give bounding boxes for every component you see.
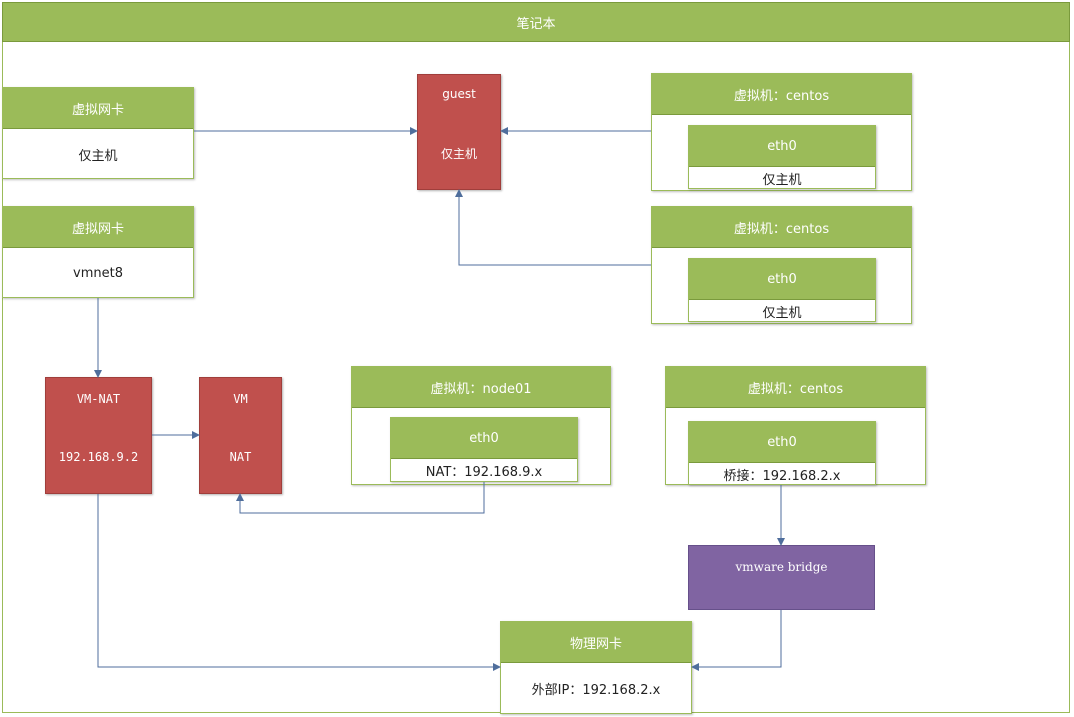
vnic-vmnet8-label: vmnet8 xyxy=(73,265,123,281)
wire-node01-to-nat xyxy=(236,482,485,514)
vm-nat-service-label: NAT xyxy=(229,450,252,464)
physical-nic-header: 物理网卡 xyxy=(501,622,691,663)
vm-centos-3-box: 虚拟机：centos eth0 桥接：192.168.2.x xyxy=(665,366,926,485)
vm-centos-2-eth0: eth0 仅主机 xyxy=(688,258,876,322)
vnic-vmnet8-box: 虚拟网卡 vmnet8 xyxy=(2,206,194,298)
vm-nat-service-title: VM xyxy=(233,392,248,406)
physical-nic-box: 物理网卡 外部IP：192.168.2.x xyxy=(500,621,692,714)
physical-nic-label: 外部IP：192.168.2.x xyxy=(531,683,661,698)
vm-centos-1-nic-label: eth0 xyxy=(689,126,875,167)
vm-node01-nic-mode: NAT：192.168.9.x xyxy=(425,465,543,480)
vm-centos-2-header: 虚拟机：centos xyxy=(652,207,911,248)
vm-nat-node: VM-NAT 192.168.9.2 xyxy=(45,377,152,494)
vm-centos-1-nic-mode: 仅主机 xyxy=(762,172,802,188)
vm-centos-2-nic-label: eth0 xyxy=(689,259,875,300)
vnic-vmnet8-header: 虚拟网卡 xyxy=(3,207,193,248)
vnic-host-only-label: 仅主机 xyxy=(78,148,118,164)
vm-centos-1-box: 虚拟机：centos eth0 仅主机 xyxy=(651,73,912,191)
guest-node-mode: 仅主机 xyxy=(440,147,477,161)
vnic-host-only-header: 虚拟网卡 xyxy=(3,88,193,129)
vm-centos-1-eth0: eth0 仅主机 xyxy=(688,125,876,189)
vm-centos-3-nic-label: eth0 xyxy=(689,422,875,463)
vm-node01-header: 虚拟机：node01 xyxy=(352,367,610,408)
vm-nat-ip: 192.168.9.2 xyxy=(58,450,139,464)
vm-centos-1-header: 虚拟机：centos xyxy=(652,74,911,115)
vmware-bridge-node: vmware bridge xyxy=(688,545,875,610)
wire-centos2-to-guest xyxy=(455,189,651,266)
vm-centos-3-nic-mode: 桥接：192.168.2.x xyxy=(723,468,841,484)
vm-node01-box: 虚拟机：node01 eth0 NAT：192.168.9.x xyxy=(351,366,611,485)
wire-bridge-to-physical xyxy=(691,610,782,671)
vm-centos-3-header: 虚拟机：centos xyxy=(666,367,925,408)
vm-nat-service: VM NAT xyxy=(199,377,282,494)
guest-node-title: guest xyxy=(442,87,476,101)
vm-centos-3-eth0: eth0 桥接：192.168.2.x xyxy=(688,421,876,485)
vm-node01-nic-label: eth0 xyxy=(391,418,577,459)
vm-centos-2-box: 虚拟机：centos eth0 仅主机 xyxy=(651,206,912,324)
vm-centos-2-nic-mode: 仅主机 xyxy=(762,305,802,321)
vm-node01-eth0: eth0 NAT：192.168.9.x xyxy=(390,417,578,482)
wire-vmnat-to-physical xyxy=(97,494,501,671)
vnic-host-only-box: 虚拟网卡 仅主机 xyxy=(2,87,194,179)
vm-nat-title: VM-NAT xyxy=(76,392,121,406)
laptop-title: 笔记本 xyxy=(2,2,1070,42)
